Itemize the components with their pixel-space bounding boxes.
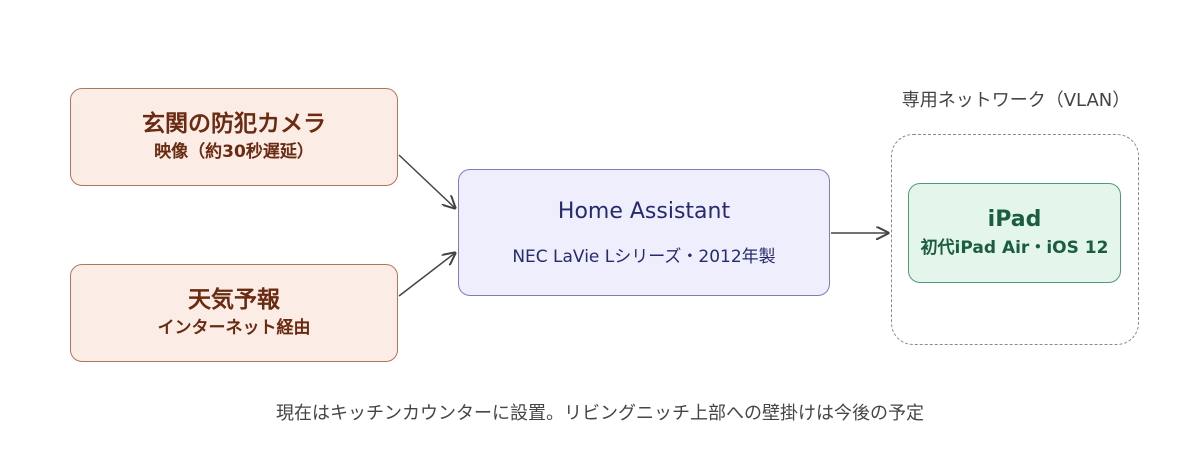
ipad-title: iPad — [987, 207, 1042, 232]
ipad-node: iPad 初代iPad Air・iOS 12 — [908, 183, 1121, 283]
diagram-caption: 現在はキッチンカウンターに設置。リビングニッチ上部への壁掛けは今後の予定 — [276, 403, 924, 424]
ipad-subtitle: 初代iPad Air・iOS 12 — [920, 238, 1109, 258]
arrow-weather-to-ha — [398, 253, 455, 297]
camera-title: 玄関の防犯カメラ — [142, 111, 326, 137]
weather-title: 天気予報 — [188, 287, 280, 313]
camera-subtitle: 映像（約30秒遅延） — [154, 142, 314, 162]
weather-subtitle: インターネット経由 — [157, 318, 311, 338]
vlan-label: 専用ネットワーク（VLAN） — [901, 90, 1131, 111]
arrow-camera-to-ha — [398, 154, 455, 208]
camera-node: 玄関の防犯カメラ 映像（約30秒遅延） — [70, 88, 398, 186]
weather-node: 天気予報 インターネット経由 — [70, 264, 398, 362]
home-assistant-subtitle: NEC LaVie Lシリーズ・2012年製 — [512, 246, 776, 267]
vlan-boundary — [891, 134, 1139, 345]
home-assistant-node: Home Assistant NEC LaVie Lシリーズ・2012年製 — [458, 169, 830, 296]
home-assistant-title: Home Assistant — [557, 198, 731, 224]
